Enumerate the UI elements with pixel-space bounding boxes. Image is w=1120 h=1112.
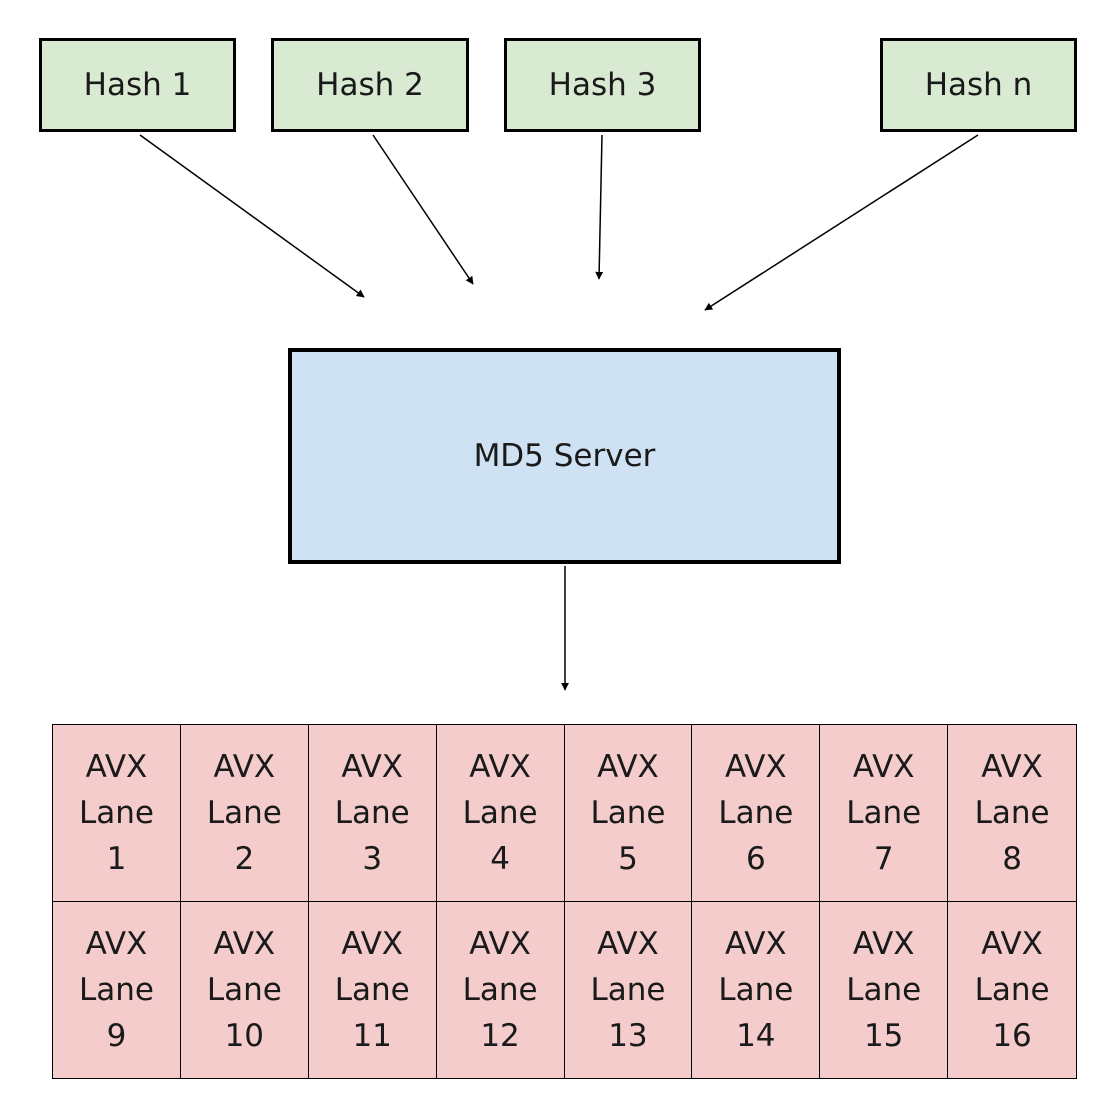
- lane-number: 2: [234, 840, 255, 877]
- lane-number: 5: [618, 840, 638, 877]
- avx-lane-cell: AVX Lane 2: [180, 725, 309, 902]
- lane-number: 3: [362, 840, 383, 877]
- lane-line-avx: AVX: [981, 925, 1043, 962]
- lane-number: 16: [992, 1017, 1032, 1054]
- lane-line-avx: AVX: [597, 925, 659, 962]
- lane-number: 11: [352, 1017, 392, 1054]
- avx-lane-cell: AVX Lane 13: [564, 901, 693, 1078]
- md5-server-box: MD5 Server: [288, 348, 841, 564]
- lane-line-lane: Lane: [78, 971, 154, 1008]
- avx-lane-cell: AVX Lane 10: [180, 901, 309, 1078]
- lane-line-avx: AVX: [469, 925, 531, 962]
- avx-lane-cell: AVX Lane 4: [436, 725, 565, 902]
- avx-lane-cell: AVX Lane 8: [948, 725, 1076, 902]
- avx-lane-cell: AVX Lane 12: [436, 901, 565, 1078]
- avx-lane-cell: AVX Lane 15: [820, 901, 949, 1078]
- lane-line-lane: Lane: [78, 794, 154, 831]
- arrow-hash-2-to-server: [372, 134, 474, 285]
- hash-label-3: Hash 3: [548, 67, 657, 103]
- lane-line-avx: AVX: [852, 748, 915, 785]
- lane-line-lane: Lane: [462, 971, 538, 1008]
- lane-number: 6: [745, 840, 766, 877]
- lane-line-lane: Lane: [718, 794, 794, 831]
- arrow-hash-3-to-server: [595, 134, 604, 280]
- lane-line-avx: AVX: [85, 748, 148, 785]
- hash-box-1: Hash 1: [39, 38, 236, 132]
- avx-lane-cell: AVX Lane 5: [564, 725, 693, 902]
- lane-line-lane: Lane: [974, 794, 1050, 831]
- hash-label-2: Hash 2: [316, 67, 424, 103]
- lane-number: 7: [873, 840, 894, 877]
- lane-line-avx: AVX: [213, 748, 276, 785]
- md5-server-label: MD5 Server: [473, 438, 656, 474]
- hash-box-3: Hash 3: [504, 38, 701, 132]
- lane-number: 8: [1002, 840, 1022, 877]
- lane-number: 15: [863, 1017, 904, 1054]
- avx-lane-cell: AVX Lane 11: [308, 901, 437, 1078]
- hash-box-n: Hash n: [880, 38, 1077, 132]
- lane-line-lane: Lane: [590, 794, 666, 831]
- avx-lane-cell: AVX Lane 3: [308, 725, 437, 902]
- lane-number: 1: [106, 840, 127, 877]
- lane-line-lane: Lane: [334, 971, 410, 1008]
- lane-line-avx: AVX: [724, 925, 787, 962]
- lane-line-lane: Lane: [846, 971, 922, 1008]
- lane-line-avx: AVX: [341, 748, 404, 785]
- lane-line-avx: AVX: [469, 748, 531, 785]
- lane-line-lane: Lane: [206, 971, 282, 1008]
- lane-line-lane: Lane: [846, 794, 922, 831]
- hash-box-2: Hash 2: [271, 38, 469, 132]
- lane-line-lane: Lane: [718, 971, 794, 1008]
- lane-number: 13: [608, 1017, 648, 1054]
- lane-line-lane: Lane: [462, 794, 538, 831]
- avx-lane-cell: AVX Lane 14: [692, 901, 821, 1078]
- hash-label-n: Hash n: [924, 67, 1033, 103]
- avx-lane-cell: AVX Lane 16: [948, 901, 1076, 1078]
- arrow-hash-n-to-server: [704, 134, 979, 311]
- avx-lane-cell: AVX Lane 9: [53, 901, 181, 1078]
- lane-line-avx: AVX: [341, 925, 404, 962]
- lane-number: 4: [490, 840, 510, 877]
- lane-number: 9: [106, 1017, 127, 1054]
- avx-lane-cell: AVX Lane 1: [53, 725, 181, 902]
- avx-lanes-grid: AVX Lane 1 AVX Lane 2 AVX Lane 3 AVX Lan…: [52, 724, 1077, 1079]
- lane-line-lane: Lane: [590, 971, 666, 1008]
- lane-line-lane: Lane: [206, 794, 282, 831]
- lane-line-avx: AVX: [852, 925, 915, 962]
- lane-number: 10: [224, 1017, 265, 1054]
- hash-label-1: Hash 1: [83, 67, 192, 103]
- lane-line-avx: AVX: [981, 748, 1043, 785]
- lane-line-avx: AVX: [724, 748, 787, 785]
- lane-line-avx: AVX: [597, 748, 659, 785]
- arrow-hash-1-to-server: [139, 134, 365, 298]
- lane-line-lane: Lane: [974, 971, 1050, 1008]
- lane-number: 14: [736, 1017, 776, 1054]
- lane-line-avx: AVX: [213, 925, 276, 962]
- lane-number: 12: [480, 1017, 520, 1054]
- avx-lane-cell: AVX Lane 7: [820, 725, 949, 902]
- lane-line-avx: AVX: [85, 925, 148, 962]
- avx-lane-cell: AVX Lane 6: [692, 725, 821, 902]
- lane-line-lane: Lane: [334, 794, 410, 831]
